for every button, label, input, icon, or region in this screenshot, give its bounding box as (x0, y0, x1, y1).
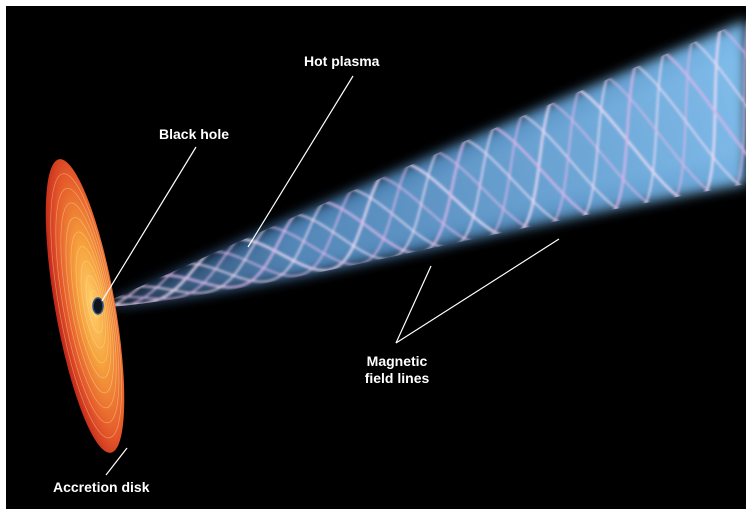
accretion-disk-label: Accretion disk (53, 479, 149, 496)
black-hole (93, 298, 103, 314)
black-hole-jet-illustration (6, 6, 746, 509)
magnetic-label-line1: Magnetic (340, 353, 454, 370)
magnetic-label-line2: field lines (340, 370, 454, 387)
black-hole-label: Black hole (159, 126, 229, 143)
hot-plasma-label: Hot plasma (304, 53, 379, 70)
magnetic-field-lines-label: Magnetic field lines (340, 353, 454, 387)
illustration-frame: Hot plasma Black hole Magnetic field lin… (6, 6, 746, 509)
leader-line-magnetic-b (396, 239, 559, 343)
